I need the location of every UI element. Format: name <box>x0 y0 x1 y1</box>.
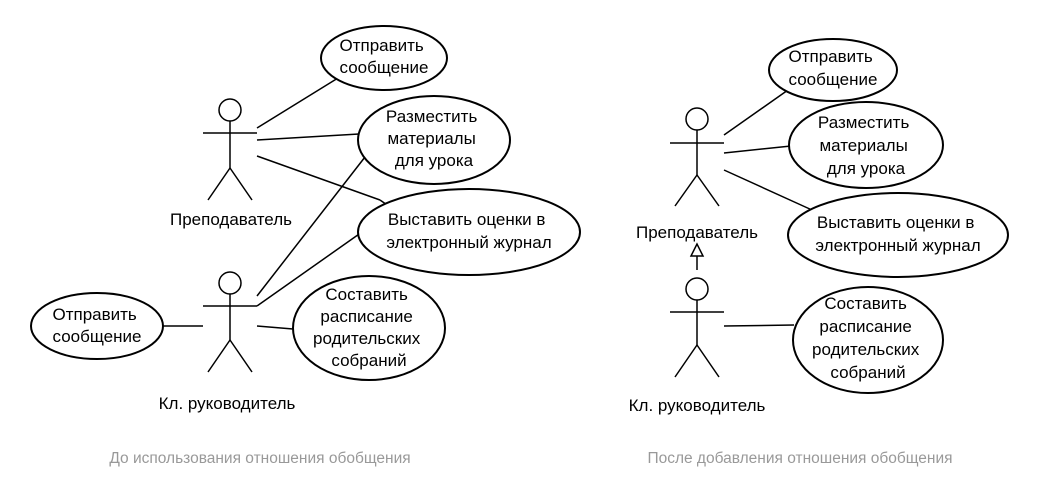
r-assoc-teacher-send <box>723 89 789 136</box>
r-actor-teacher-label: Преподаватель <box>636 223 758 242</box>
r-actor-class-head-icon <box>670 277 724 378</box>
left-diagram: Отправить сообщение Разместить материалы… <box>30 25 581 467</box>
actor-class-head-label: Кл. руководитель <box>159 394 296 413</box>
assoc-head-grades <box>256 231 363 307</box>
usecase-send-message <box>320 25 448 91</box>
usecase-post-materials <box>357 95 511 185</box>
left-caption: До использования отношения обобщения <box>109 450 410 467</box>
actor-teacher-icon <box>203 98 257 201</box>
r-usecase-schedule-meetings-label: Составить расписание родительских собран… <box>812 294 924 382</box>
r-actor-teacher-icon <box>670 107 724 207</box>
usecase-send-message-label: Отправить сообщение <box>339 36 428 77</box>
usecase-send-message-2-label: Отправить сообщение <box>52 305 141 346</box>
assoc-teacher-send <box>256 77 339 129</box>
usecase-schedule-meetings-label: Составить расписание родительских собран… <box>313 285 425 370</box>
r-actor-class-head-label: Кл. руководитель <box>629 396 766 415</box>
usecase-set-grades-label: Выставить оценки в электронный журнал <box>386 210 551 252</box>
actor-teacher-label: Преподаватель <box>170 210 292 229</box>
r-assoc-teacher-materials <box>723 145 792 154</box>
generalization-arrowhead <box>689 242 705 257</box>
r-usecase-send-message <box>768 38 898 102</box>
right-diagram: Отправить сообщение Разместить материалы… <box>629 38 1009 467</box>
assoc-teacher-grades <box>256 155 381 201</box>
assoc-teacher-materials <box>256 133 360 141</box>
r-assoc-head-schedule <box>723 324 795 327</box>
r-usecase-post-materials-label: Разместить материалы для урока <box>818 113 914 178</box>
assoc-head-materials <box>256 156 366 297</box>
usecase-set-grades <box>357 188 581 276</box>
r-usecase-send-message-label: Отправить сообщение <box>788 47 877 89</box>
r-usecase-schedule-meetings <box>792 286 944 394</box>
usecase-send-message-2 <box>30 292 164 360</box>
r-usecase-set-grades-label: Выставить оценки в электронный журнал <box>815 213 980 255</box>
usecase-post-materials-label: Разместить материалы для урока <box>386 107 482 170</box>
actor-class-head-icon <box>203 271 257 373</box>
usecase-schedule-meetings <box>292 275 446 381</box>
assoc-head-schedule <box>256 325 294 330</box>
right-caption: После добавления отношения обобщения <box>647 450 952 467</box>
r-usecase-set-grades <box>787 192 1009 278</box>
r-assoc-teacher-grades <box>723 169 813 211</box>
r-usecase-post-materials <box>788 101 944 189</box>
